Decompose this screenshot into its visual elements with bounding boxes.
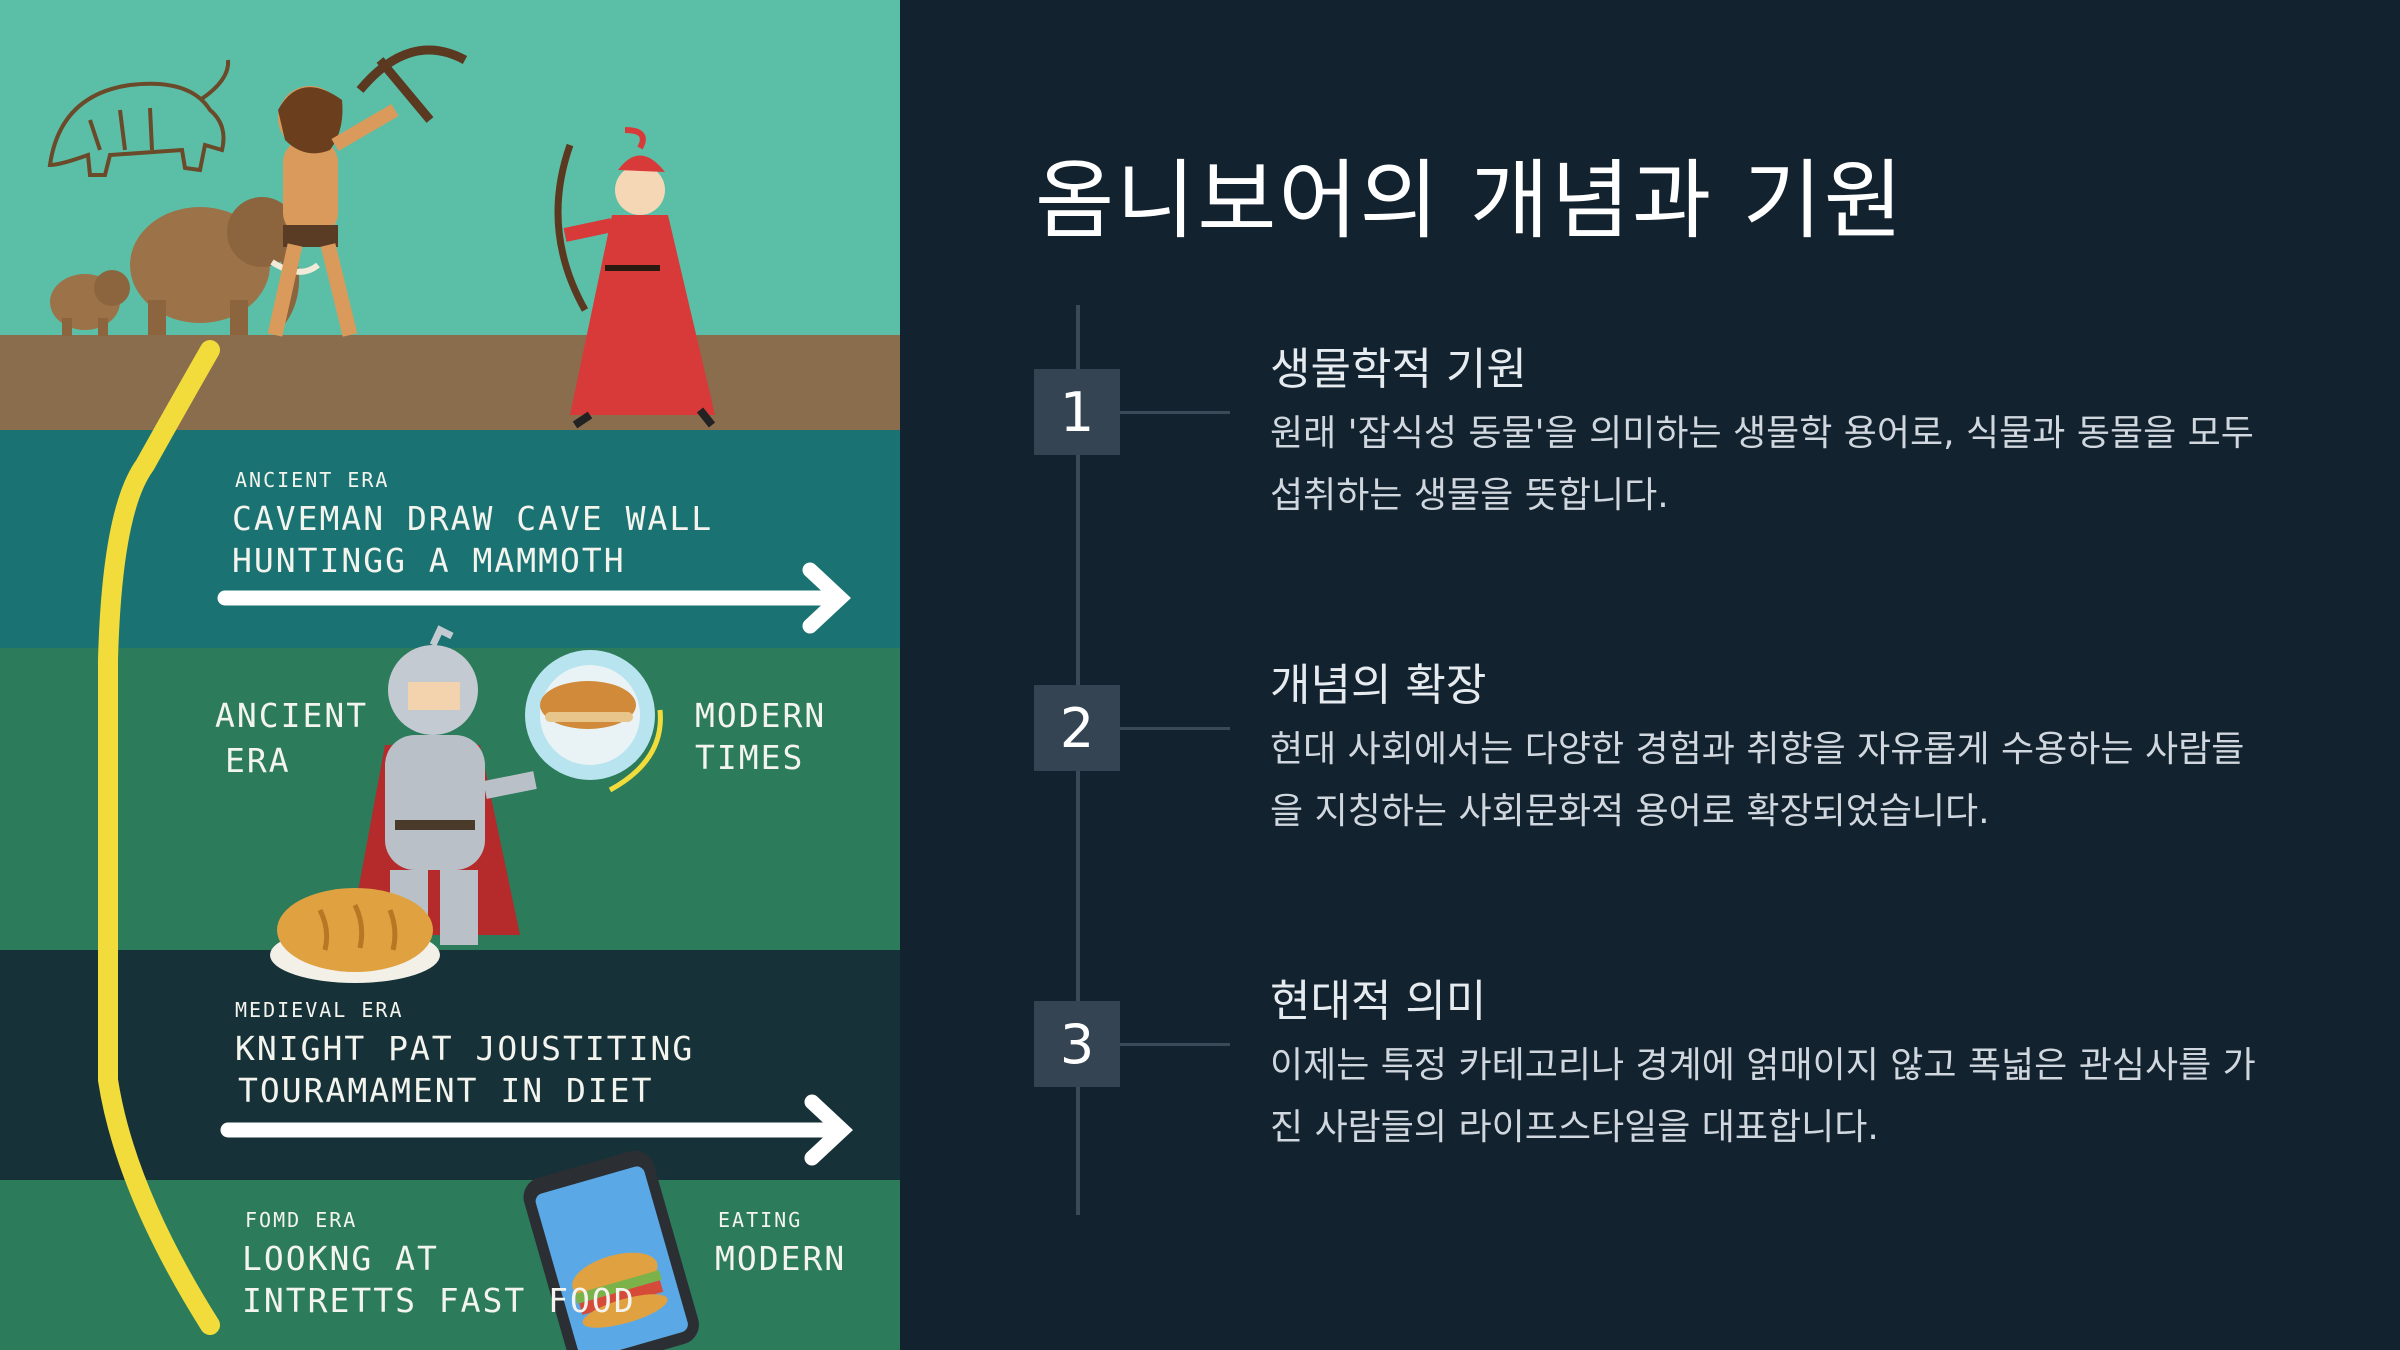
band4-era-label: FOMD ERA [245,1208,358,1232]
item-heading: 생물학적 기원 [1270,344,1527,395]
smartphone-burger-icon [523,1150,699,1350]
band1-caption-line1: CAVEMAN DRAW CAVE WALL [232,499,714,538]
timeline-path [98,340,220,1335]
band2-right-line2: TIMES [695,738,805,777]
band2-left-line1: ANCIENT [215,696,369,735]
band3-era-label: MEDIEVAL ERA [235,998,404,1022]
mammoth-icon [130,197,320,335]
band3-caption-line2: TOURAMAMENT IN DIET [238,1071,654,1110]
archer-icon [554,127,716,429]
timeline-item-concept-expansion: 2 개념의 확장 현대 사회에서는 다양한 경험과 취향을 자유롭게 수용하는 … [900,643,2400,903]
connector-line [1120,411,1230,414]
item-description: 이제는 특정 카테고리나 경계에 얽매이지 않고 폭넓은 관심사를 가진 사람들… [1270,1045,2256,1148]
baby-mammoth-icon [50,270,130,336]
content-panel: 옴니보어의 개념과 기원 1 생물학적 기원 원래 '잡식성 동물'을 의미하는… [900,0,2400,1350]
band1-caption-line2: HUNTINGG A MAMMOTH [232,541,626,580]
band1-era-label: ANCIENT ERA [235,468,390,492]
arrow-medieval-era-icon [220,1094,853,1166]
step-number-badge: 1 [1034,369,1120,455]
band4-right-small: EATING [718,1208,803,1232]
step-number-badge: 3 [1034,1001,1120,1087]
connector-line [1120,1043,1230,1046]
item-description: 현대 사회에서는 다양한 경험과 취향을 자유롭게 수용하는 사람들을 지칭하는… [1270,729,2245,832]
band4-caption-line1: LOOKNG AT [242,1239,439,1278]
caveman-icon [267,45,468,337]
band2-left-line2: ERA [225,741,291,780]
band2-right-line1: MODERN [695,696,827,735]
history-illustration: ANCIENT ERA CAVEMAN DRAW CAVE WALL HUNTI… [0,0,900,1350]
connector-line [1120,727,1230,730]
medieval-era-band [0,950,900,1180]
illustration-graphic [0,0,900,1350]
step-number-badge: 2 [1034,685,1120,771]
item-heading: 개념의 확장 [1270,660,1487,711]
timeline-item-biological-origin: 1 생물학적 기원 원래 '잡식성 동물'을 의미하는 생물학 용어로, 식물과… [900,327,2400,587]
cave-drawing-icon [47,59,231,177]
band3-caption-line1: KNIGHT PAT JOUSTITING [235,1029,695,1068]
ground-band [0,335,900,430]
band4-right-big: MODERN [715,1239,847,1278]
item-heading: 현대적 의미 [1270,976,1487,1027]
arrow-ancient-era-icon [217,562,851,634]
timeline-item-modern-meaning: 3 현대적 의미 이제는 특정 카테고리나 경계에 얽매이지 않고 폭넓은 관심… [900,959,2400,1219]
sandwich-plate-icon [525,650,663,793]
item-description: 원래 '잡식성 동물'을 의미하는 생물학 용어로, 식물과 동물을 모두 섭취… [1270,413,2254,516]
bread-plate-icon [270,888,440,983]
slide-title: 옴니보어의 개념과 기원 [1035,151,1905,251]
band4-caption-line2: INTRETTS FAST FOOD [242,1281,636,1320]
